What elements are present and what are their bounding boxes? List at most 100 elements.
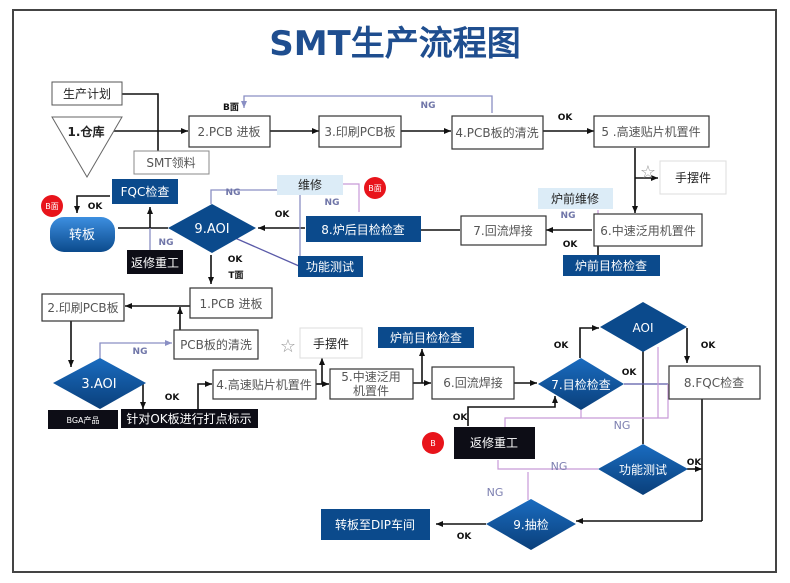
box-production-plan[interactable]: 生产计划 <box>51 81 123 106</box>
box-bottom-manual-place[interactable]: 手摆件 <box>299 327 363 359</box>
box-bottom-clean[interactable]: PCB板的清洗 <box>173 329 259 360</box>
svg-text:2.印刷PCB板: 2.印刷PCB板 <box>47 301 118 315</box>
svg-text:7.目检检查: 7.目检检查 <box>551 377 610 392</box>
box-repair[interactable]: 维修 <box>277 175 343 195</box>
svg-text:功能测试: 功能测试 <box>619 462 667 477</box>
svg-text:5.中速泛用: 5.中速泛用 <box>341 369 400 384</box>
label-ok: OK <box>701 341 717 351</box>
badge-b-bottom: B <box>422 432 444 454</box>
label-b-side: B面 <box>223 102 239 113</box>
svg-text:PCB板的清洗: PCB板的清洗 <box>180 337 252 352</box>
svg-text:手摆件: 手摆件 <box>313 337 349 351</box>
box-post-oven-inspect[interactable]: 8.炉后目检检查 <box>306 216 421 242</box>
page-title: SMT生产流程图 <box>269 24 521 64</box>
label-ok: OK <box>563 240 579 250</box>
svg-text:B: B <box>430 439 436 448</box>
diamond-aoi3[interactable]: 3.AOI <box>53 358 146 409</box>
svg-text:B面: B面 <box>45 202 59 211</box>
svg-text:8.炉后目检检查: 8.炉后目检检查 <box>321 222 404 237</box>
badge-b-side-top-left: B面 <box>41 195 63 217</box>
label-ng: NG <box>159 238 174 248</box>
svg-text:7.回流焊接: 7.回流焊接 <box>473 223 532 238</box>
svg-text:6.回流焊接: 6.回流焊接 <box>443 375 502 390</box>
box-fqc-top[interactable]: FQC检查 <box>112 179 178 204</box>
label-ng: NG <box>551 460 568 473</box>
svg-text:生产计划: 生产计划 <box>63 87 111 101</box>
box-top-step5-highspeed[interactable]: 5 .高速贴片机置件 <box>593 115 710 148</box>
svg-text:FQC检查: FQC检查 <box>121 184 170 199</box>
star-icon: ☆ <box>280 336 296 357</box>
box-warehouse[interactable]: 1.仓库 <box>51 116 123 178</box>
label-ng: NG <box>133 347 148 357</box>
box-top-step3-print[interactable]: 3.印刷PCB板 <box>318 115 402 148</box>
svg-text:4.高速贴片机置件: 4.高速贴片机置件 <box>216 377 311 392</box>
svg-text:维修: 维修 <box>298 177 322 192</box>
box-top-manual-place[interactable]: 手摆件 <box>659 160 727 195</box>
box-top-step7-reflow[interactable]: 7.回流焊接 <box>460 215 547 246</box>
box-ok-board-marking[interactable]: 针对OK板进行打点标示 <box>121 409 258 428</box>
box-top-step6-midspeed[interactable]: 6.中速泛用机置件 <box>593 213 703 247</box>
label-ok: OK <box>88 202 104 212</box>
label-ok: OK <box>622 368 638 378</box>
box-bottom-step6-reflow[interactable]: 6.回流焊接 <box>431 366 515 400</box>
svg-text:1.PCB 进板: 1.PCB 进板 <box>199 297 262 311</box>
svg-text:5 .高速贴片机置件: 5 .高速贴片机置件 <box>601 124 700 139</box>
label-ng: NG <box>487 486 504 499</box>
diamond-bottom-step7-visual[interactable]: 7.目检检查 <box>538 358 624 410</box>
diamond-sampling[interactable]: 9.抽检 <box>486 499 576 550</box>
label-ok: OK <box>275 210 291 220</box>
box-bga-product[interactable]: BGA产品 <box>48 410 118 429</box>
box-top-step4-clean[interactable]: 4.PCB板的清洗 <box>451 115 544 150</box>
label-ok: OK <box>165 393 181 403</box>
box-bottom-step2-print[interactable]: 2.印刷PCB板 <box>41 293 125 322</box>
badge-b-side-top-right: B面 <box>364 177 386 199</box>
svg-text:手摆件: 手摆件 <box>675 171 711 185</box>
box-bottom-step4-highspeed[interactable]: 4.高速贴片机置件 <box>212 369 317 400</box>
svg-text:炉前目检检查: 炉前目检检查 <box>575 258 647 273</box>
box-bottom-rework[interactable]: 返修重工 <box>454 427 535 459</box>
svg-text:针对OK板进行打点标示: 针对OK板进行打点标示 <box>126 411 251 426</box>
label-ok: OK <box>457 532 473 542</box>
label-ok: OK <box>453 413 469 423</box>
box-function-test-top[interactable]: 功能测试 <box>298 256 363 277</box>
svg-text:1.仓库: 1.仓库 <box>68 124 105 139</box>
box-bottom-step5-midspeed[interactable]: 5.中速泛用 机置件 <box>329 368 414 400</box>
svg-text:2.PCB 进板: 2.PCB 进板 <box>197 125 260 139</box>
box-transfer-to-dip[interactable]: 转板至DIP车间 <box>321 509 430 540</box>
label-ng: NG <box>561 211 576 221</box>
cylinder-transfer-board[interactable]: 转板 <box>50 217 115 252</box>
svg-text:B面: B面 <box>368 184 382 193</box>
box-bottom-fqc[interactable]: 8.FQC检查 <box>668 365 761 400</box>
svg-text:返修重工: 返修重工 <box>131 255 179 270</box>
diamond-bottom-aoi[interactable]: AOI <box>600 302 687 352</box>
label-ng: NG <box>325 198 340 208</box>
svg-text:3.印刷PCB板: 3.印刷PCB板 <box>324 125 395 139</box>
svg-text:4.PCB板的清洗: 4.PCB板的清洗 <box>455 125 538 140</box>
label-ng: NG <box>421 101 436 111</box>
svg-text:9.AOI: 9.AOI <box>194 222 229 237</box>
label-ng: NG <box>614 419 631 432</box>
svg-text:转板至DIP车间: 转板至DIP车间 <box>335 517 415 532</box>
box-pre-oven-inspect[interactable]: 炉前目检检查 <box>563 255 660 276</box>
box-bottom-pre-oven-inspect[interactable]: 炉前目检检查 <box>378 327 474 348</box>
box-rework-top[interactable]: 返修重工 <box>127 250 183 274</box>
label-ok: OK <box>554 341 570 351</box>
label-ok: OK <box>228 255 244 265</box>
star-icon: ☆ <box>640 162 656 183</box>
svg-text:8.FQC检查: 8.FQC检查 <box>684 375 744 390</box>
svg-text:AOI: AOI <box>633 321 654 335</box>
diamond-aoi9[interactable]: 9.AOI <box>168 204 256 253</box>
svg-text:功能测试: 功能测试 <box>306 259 354 274</box>
box-top-step2-pcb-in[interactable]: 2.PCB 进板 <box>188 115 271 148</box>
label-ok: OK <box>687 458 703 468</box>
svg-text:SMT领料: SMT领料 <box>146 156 195 170</box>
box-pre-oven-repair[interactable]: 炉前维修 <box>538 188 613 209</box>
svg-text:6.中速泛用机置件: 6.中速泛用机置件 <box>600 223 695 238</box>
svg-text:炉前目检检查: 炉前目检检查 <box>390 330 462 345</box>
label-ng: NG <box>226 188 241 198</box>
svg-text:9.抽检: 9.抽检 <box>513 517 548 532</box>
box-bottom-step1-pcb-in[interactable]: 1.PCB 进板 <box>189 287 273 319</box>
box-smt-material[interactable]: SMT领料 <box>133 150 210 175</box>
diamond-function-test[interactable]: 功能测试 <box>598 444 688 495</box>
